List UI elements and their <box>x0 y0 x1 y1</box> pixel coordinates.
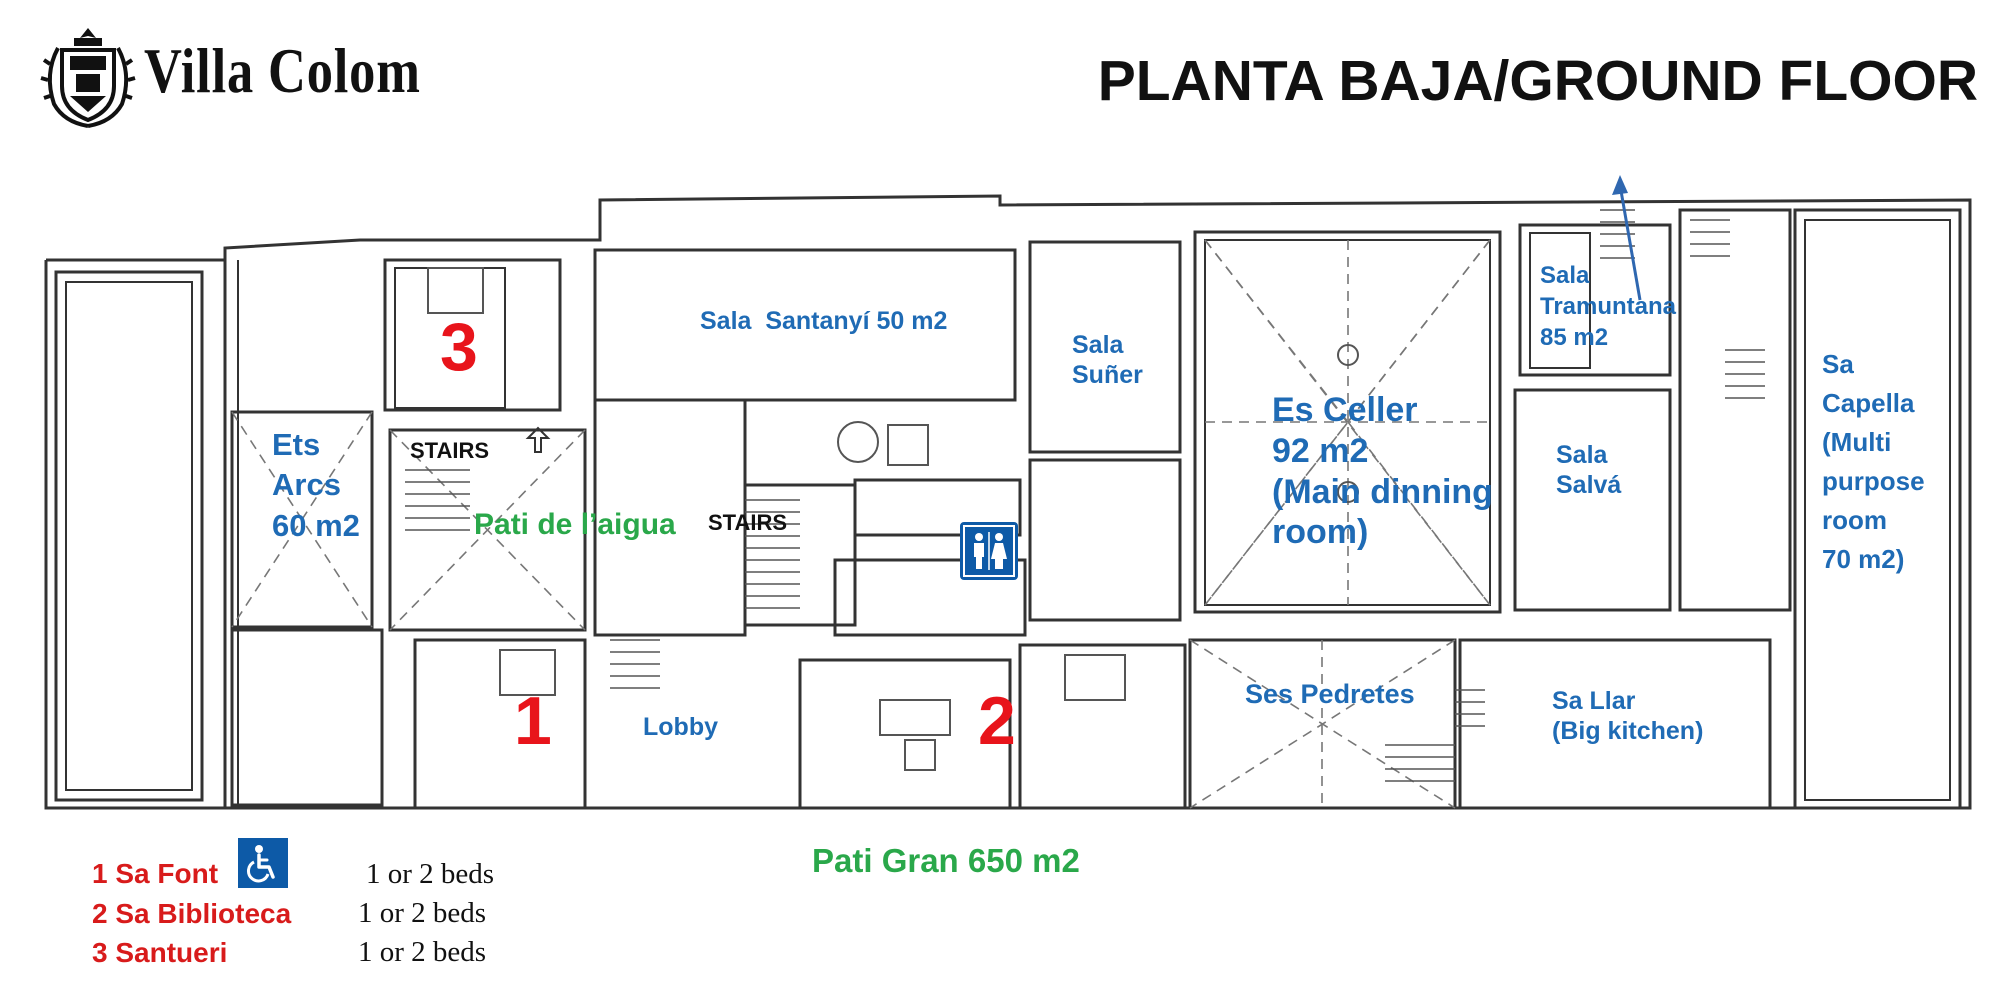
brand-name: Villa Colom <box>144 35 421 106</box>
room-pati-gran: Pati Gran 650 m2 <box>812 842 1080 879</box>
legend-room-name: 2 Sa Biblioteca <box>92 898 292 929</box>
room-pati-de-laigua: Pati de l’aigua <box>474 508 676 541</box>
room-lobby: Lobby <box>643 713 718 741</box>
room-sa-llar: Sa Llar (Big kitchen) <box>1552 687 1704 745</box>
room-number-1: 1 <box>514 683 552 759</box>
room-sala-tramuntana: Sala Tramuntana 85 m2 <box>1540 262 1677 352</box>
room-sa-capella: Sa Capella (Multi purpose room 70 m2) <box>1822 349 1925 574</box>
room-sala-suner: Sala Suñer <box>1072 331 1143 389</box>
coat-of-arms-icon <box>40 28 136 128</box>
restroom-icon <box>960 522 1018 580</box>
room-sala-salva: Sala Salvá <box>1556 441 1622 499</box>
legend-beds: 1 or 2 beds <box>366 858 495 890</box>
brand-logo <box>40 24 136 128</box>
stairs-label: STAIRS <box>410 438 490 463</box>
room-number-3: 3 <box>440 309 478 385</box>
room-sala-santanyi: Sala Santanyí 50 m2 <box>700 307 948 335</box>
legend-beds: 1 or 2 beds <box>358 897 487 929</box>
page-title: PLANTA BAJA/GROUND FLOOR <box>1097 49 1978 113</box>
stairs-label: STAIRS <box>708 510 788 535</box>
legend-room-name: 3 Santueri <box>92 937 228 968</box>
wheelchair-accessible-icon <box>238 838 288 888</box>
room-es-celler: Es Celler 92 m2 (Main dinning room) <box>1272 391 1493 552</box>
legend-room-name: 1 Sa Font <box>92 858 219 889</box>
room-ets-arcs: Ets Arcs 60 m2 <box>272 427 360 543</box>
legend-beds: 1 or 2 beds <box>358 936 487 968</box>
room-ses-pedretes: Ses Pedretes <box>1245 679 1415 709</box>
room-number-2: 2 <box>978 683 1016 759</box>
